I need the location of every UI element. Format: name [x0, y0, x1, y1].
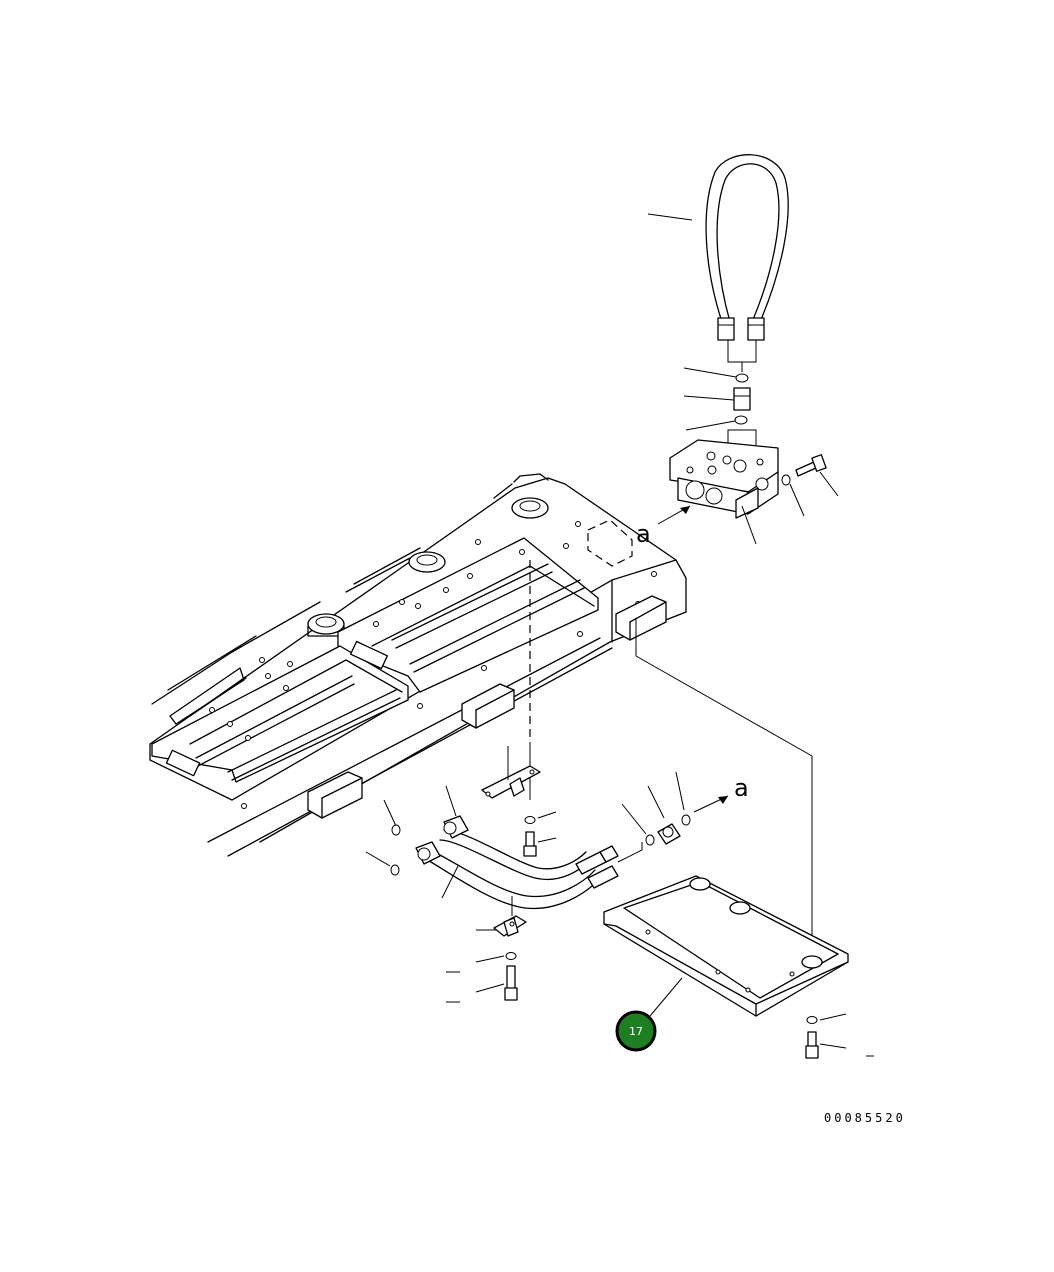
callout-17-label[interactable]: 17: [629, 1025, 643, 1038]
leader-guard-plate: [649, 977, 683, 1017]
guard-washer: [806, 1016, 818, 1024]
port-o-ring-left: [645, 834, 655, 846]
clamp-washer-upper: [524, 816, 536, 824]
elbow-o-ring-upper: [391, 824, 401, 836]
valve-mounting-bolt: [795, 454, 827, 477]
mounting-block-right: [615, 595, 667, 641]
mounting-block-left: [307, 771, 363, 819]
callout-17[interactable]: 17: [615, 1010, 657, 1052]
port-adapter: [657, 823, 681, 845]
adapter-fitting: [733, 387, 751, 411]
connection-label-a-lower: a: [734, 774, 749, 802]
o-ring-lower: [734, 415, 748, 425]
valve-block: [669, 439, 779, 519]
leader-hose: [647, 213, 693, 221]
valve-bolt-washer: [781, 474, 791, 486]
clamp-washer-lower: [505, 952, 517, 960]
hose-clamp-upper: [481, 765, 541, 799]
document-number: 00085520: [824, 1111, 906, 1125]
clamp-bolt-upper: [523, 831, 537, 857]
guard-plate: [603, 875, 849, 1017]
deck-plate-front: [151, 640, 409, 783]
connection-label-a-upper: a: [636, 520, 651, 548]
port-o-ring-right: [681, 814, 691, 826]
clamp-bolt-lower: [504, 965, 518, 1001]
access-cover-outline: [587, 519, 633, 567]
hydraulic-tube-pair: [415, 815, 619, 910]
callout-17-circle[interactable]: [615, 1010, 657, 1052]
guard-bolt: [805, 1031, 819, 1059]
elbow-o-ring-lower: [390, 864, 400, 876]
o-ring-upper: [735, 373, 749, 383]
hydraulic-hose: [705, 154, 789, 341]
main-frame: [149, 473, 687, 857]
mounting-block-center: [461, 683, 515, 729]
hose-clamp-lower: [493, 915, 527, 937]
